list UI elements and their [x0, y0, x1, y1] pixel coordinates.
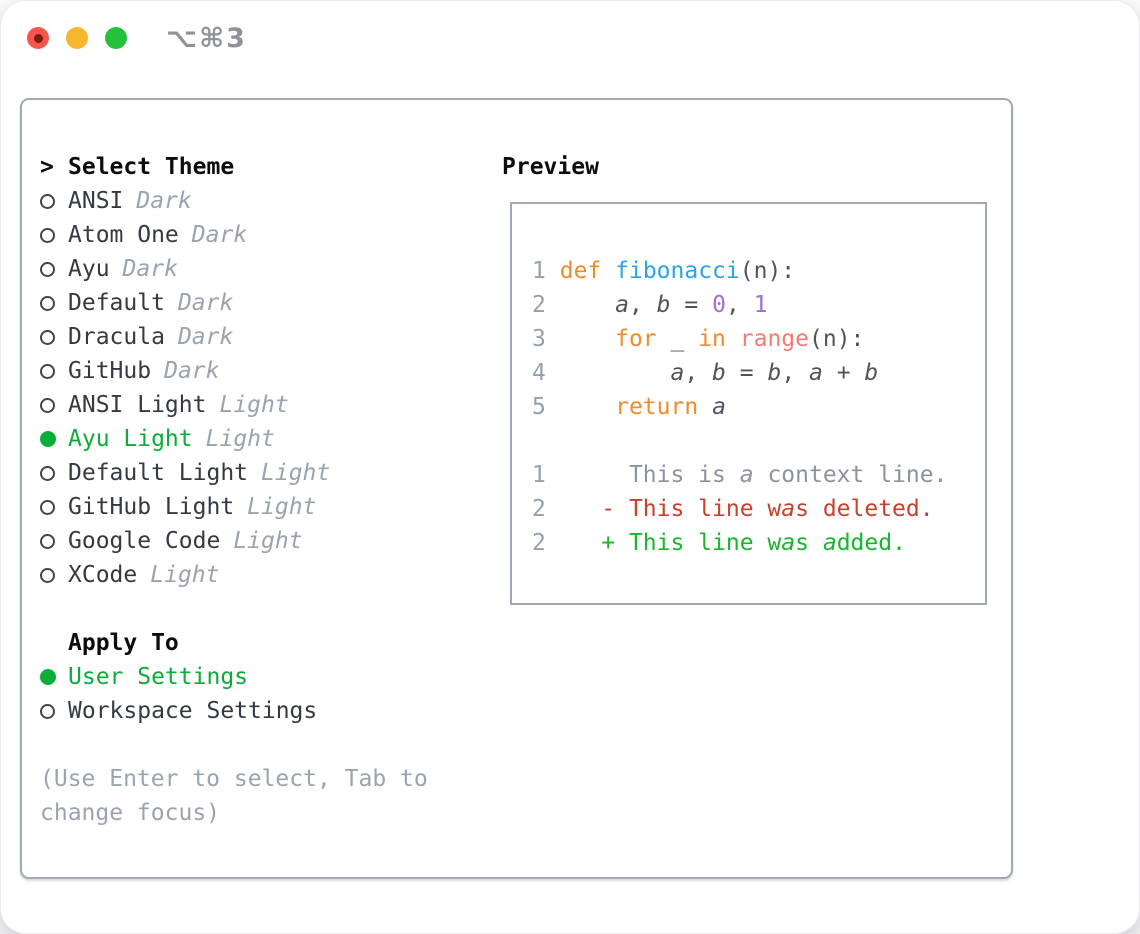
spacer: [40, 728, 460, 762]
close-button[interactable]: [27, 27, 49, 49]
cursor-indicator: >: [40, 154, 54, 180]
radio-icon: [40, 567, 55, 583]
theme-list-item[interactable]: Atom One Dark: [40, 218, 460, 252]
spacer: [40, 592, 460, 626]
theme-name: Atom One: [68, 222, 179, 248]
preview-line: 2 - This line was deleted.: [532, 496, 934, 522]
titlebar: ⌥⌘3: [27, 23, 247, 54]
theme-list-item[interactable]: ANSI Dark: [40, 184, 460, 218]
apply-to-list: User Settings Workspace Settings: [40, 660, 460, 728]
preview-header-row: Preview: [502, 150, 599, 184]
theme-name: Google Code: [68, 528, 221, 554]
preview-header: Preview: [502, 154, 599, 180]
apply-to-header: Apply To: [68, 630, 179, 656]
theme-variant: Dark: [136, 188, 192, 214]
theme-list-item[interactable]: Default Light Light: [40, 456, 460, 490]
theme-name: GitHub Light: [68, 494, 235, 520]
theme-variant: Dark: [177, 324, 234, 350]
apply-to-label: Workspace Settings: [68, 698, 318, 724]
apply-to-header-row: Apply To: [40, 626, 460, 660]
theme-variant: Dark: [177, 290, 234, 316]
theme-name: GitHub: [68, 358, 152, 384]
theme-list-item[interactable]: Ayu Light Light: [40, 422, 460, 456]
theme-name: Ayu Light: [68, 426, 193, 452]
preview-line: 2 a, b = 0, 1: [532, 292, 768, 318]
theme-list-item[interactable]: XCode Light: [40, 558, 460, 592]
theme-name: XCode: [68, 562, 138, 588]
theme-name: Dracula: [68, 324, 165, 350]
theme-list-item[interactable]: GitHub Dark: [40, 354, 460, 388]
theme-variant: Light: [261, 460, 331, 486]
theme-list-item[interactable]: Ayu Dark: [40, 252, 460, 286]
preview-line: 2 + This line was added.: [532, 530, 906, 556]
radio-icon: [40, 193, 55, 209]
radio-icon: [40, 295, 55, 311]
preview-line: 1 def fibonacci(n):: [532, 258, 796, 284]
radio-icon: [40, 499, 55, 515]
theme-variant: Light: [247, 494, 317, 520]
theme-name: ANSI: [68, 188, 124, 214]
window-title: ⌥⌘3: [166, 22, 247, 54]
apply-to-label: User Settings: [68, 664, 249, 690]
radio-icon: [40, 227, 55, 243]
preview-line: 5 return a: [532, 394, 726, 420]
apply-to-option[interactable]: User Settings: [40, 660, 460, 694]
radio-icon: [40, 703, 55, 719]
minimize-button[interactable]: [66, 27, 88, 49]
theme-name: Default Light: [68, 460, 249, 486]
preview-line: 1 This is a context line.: [532, 462, 948, 488]
radio-icon: [40, 397, 55, 413]
theme-list-item[interactable]: Google Code Light: [40, 524, 460, 558]
apply-to-option[interactable]: Workspace Settings: [40, 694, 460, 728]
radio-icon: [40, 465, 55, 481]
theme-variant: Light: [150, 562, 220, 588]
help-text: (Use Enter to select, Tab to change focu…: [40, 766, 428, 826]
theme-list-item[interactable]: GitHub Light Light: [40, 490, 460, 524]
preview-box: 1 def fibonacci(n): 2 a, b = 0, 1 3 for _ …: [510, 202, 987, 605]
theme-variant: Dark: [164, 358, 220, 384]
theme-name: Ayu: [68, 256, 110, 282]
theme-list-item[interactable]: ANSI Light Light: [40, 388, 460, 422]
theme-name: Default: [68, 290, 165, 316]
radio-icon: [40, 431, 56, 447]
preview-line: 3 for _ in range(n):: [532, 326, 865, 352]
theme-list-header-row: > Select Theme: [40, 150, 460, 184]
theme-variant: Light: [233, 528, 303, 554]
preview-line: [532, 424, 985, 458]
theme-list-item[interactable]: Dracula Dark: [40, 320, 460, 354]
radio-icon: [40, 329, 55, 345]
radio-icon: [40, 363, 55, 379]
radio-icon: [40, 669, 56, 685]
theme-variant: Dark: [122, 256, 178, 282]
close-dot-icon: [33, 33, 43, 43]
maximize-button[interactable]: [105, 27, 127, 49]
theme-variant: Light: [205, 426, 275, 452]
theme-list-item[interactable]: Default Dark: [40, 286, 460, 320]
preview-line: 4 a, b = b, a + b: [532, 360, 879, 386]
theme-variant: Dark: [191, 222, 248, 248]
theme-variant: Light: [219, 392, 289, 418]
theme-name: ANSI Light: [68, 392, 207, 418]
theme-list-header: Select Theme: [68, 154, 235, 180]
radio-icon: [40, 533, 55, 549]
radio-icon: [40, 261, 55, 277]
